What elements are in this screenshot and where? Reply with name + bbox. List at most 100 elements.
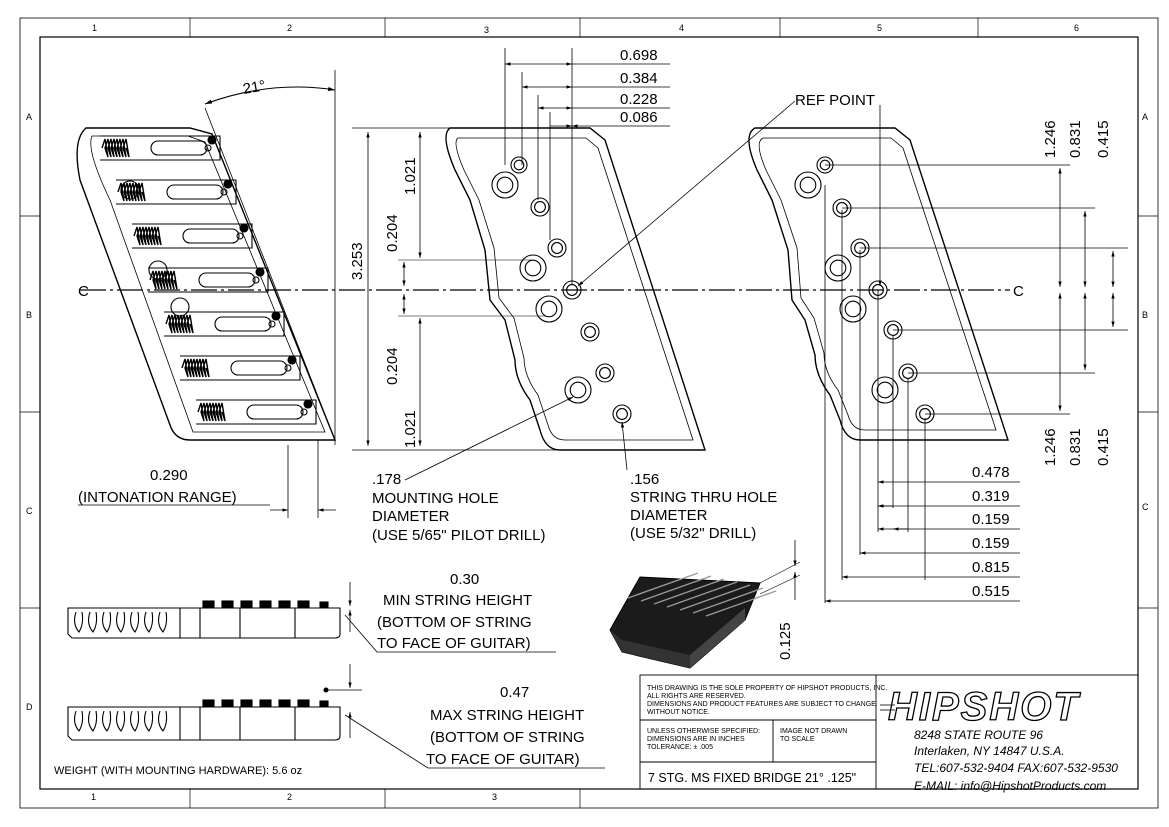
side-spring	[87, 710, 98, 732]
hole-inner	[569, 381, 587, 399]
right-dim-lines	[825, 164, 1128, 415]
intonation-spring	[133, 226, 162, 246]
hole-outer	[535, 295, 563, 323]
units-line1: UNLESS OTHERWISE SPECIFIED:	[647, 728, 760, 735]
saddle-height-screw	[207, 135, 217, 145]
side-saddle-top	[259, 600, 272, 608]
max-height-leader	[344, 714, 429, 769]
side-base	[67, 706, 341, 741]
mounting-hole-value: .178	[372, 471, 401, 488]
units-line2: DIMENSIONS ARE IN INCHES	[647, 736, 745, 743]
mounting-hole-line2: DIAMETER	[372, 508, 450, 525]
bridge-isometric	[609, 572, 777, 669]
hole-outer	[595, 363, 615, 383]
thickness-ext-2	[759, 574, 801, 595]
saddle-slot	[150, 140, 208, 156]
hole-inner	[584, 326, 596, 338]
zone-row-d: D	[26, 702, 33, 712]
side-saddle-top	[202, 699, 215, 707]
min-height-line3: TO FACE OF GUITAR)	[377, 635, 531, 652]
side-spring	[143, 611, 154, 633]
zone-col-4: 4	[679, 23, 684, 33]
side-saddle-top	[319, 601, 329, 608]
side-saddle-top	[297, 600, 310, 608]
right-dim-1246-bottom: 1.246	[1042, 428, 1059, 466]
saddle-body	[196, 399, 317, 425]
hole-inner	[844, 300, 862, 318]
mounting-hole-line3: (USE 5/65" PILOT DRILL)	[372, 527, 545, 544]
saddle-body	[164, 311, 285, 337]
top-dim-0228: 0.228	[620, 91, 658, 108]
mount-hole	[148, 260, 168, 280]
side-saddle-top	[297, 699, 310, 707]
hole-inner	[524, 259, 542, 277]
side-spring	[129, 611, 140, 633]
hole-inner	[829, 259, 847, 277]
intonation-spring	[149, 270, 178, 290]
isometric-saddles	[627, 572, 777, 617]
right-dim-0415-bottom: 0.415	[1095, 428, 1112, 466]
intonation-spring	[197, 402, 226, 422]
side-spring	[115, 611, 126, 633]
intonation-value: 0.290	[150, 467, 188, 484]
bottom-dim-0815: 0.815	[972, 559, 1010, 576]
saddle-height-screw	[287, 355, 297, 365]
bottom-dim-0478: 0.478	[972, 464, 1010, 481]
bottom-dim-lines	[824, 185, 1020, 603]
min-height-line1: MIN STRING HEIGHT	[383, 592, 532, 609]
right-dim-1246-top: 1.246	[1042, 120, 1059, 158]
mount-hole	[170, 297, 190, 317]
property-line3: DIMENSIONS AND PRODUCT FEATURES ARE SUBJ…	[647, 701, 876, 708]
outer-border	[19, 17, 1159, 809]
side-saddle-top	[202, 600, 215, 608]
zone-col-2-bottom: 2	[287, 792, 292, 802]
zone-col-1-bottom: 1	[91, 792, 96, 802]
string-hole-line1: STRING THRU HOLE	[630, 489, 777, 506]
hole-inner	[599, 367, 611, 379]
side-saddle-top	[240, 699, 253, 707]
side-view-max-height	[67, 687, 341, 741]
intonation-spring	[181, 358, 210, 378]
right-dim-0415-top: 0.415	[1095, 120, 1112, 158]
mount-hole	[120, 180, 140, 200]
bottom-dim-0515: 0.515	[972, 583, 1010, 600]
hole-inner	[876, 381, 894, 399]
saddle-height-screw	[239, 223, 249, 233]
side-saddle-top	[240, 600, 253, 608]
bridge-plate-middle	[445, 127, 706, 451]
saddle-height-screw	[255, 267, 265, 277]
address-line2: Interlaken, NY 14847 U.S.A.	[914, 744, 1065, 758]
saddle-slot	[182, 228, 240, 244]
ref-point-leader	[577, 100, 796, 287]
iso-saddle-line	[692, 587, 764, 614]
hole-inner	[551, 242, 563, 254]
title-block	[639, 674, 1139, 790]
email-line: E-MAIL: info@HipshotProducts.com	[914, 779, 1106, 793]
saddle-screw	[284, 364, 292, 372]
hole-outer	[794, 171, 822, 199]
intonation-spring	[165, 314, 194, 334]
address-line1: 8248 STATE ROUTE 96	[914, 728, 1043, 742]
saddle-body	[148, 267, 269, 293]
zone-row-c: C	[26, 506, 33, 516]
left-dim-1021-bottom: 1.021	[402, 410, 419, 448]
zone-col-6: 6	[1074, 23, 1079, 33]
side-view-min-height	[67, 600, 341, 639]
left-dim-1021-top: 1.021	[402, 157, 419, 195]
side-spring	[115, 710, 126, 732]
hole-pattern-middle	[491, 156, 632, 424]
top-dim-lines	[504, 48, 670, 285]
bottom-dim-0319: 0.319	[972, 488, 1010, 505]
centerline-symbol-left: C	[78, 283, 89, 300]
side-spring	[157, 611, 168, 633]
top-dim-0086: 0.086	[620, 109, 658, 126]
hole-outer	[824, 254, 852, 282]
iso-saddle-line	[705, 590, 777, 617]
iso-saddle-line	[627, 572, 699, 599]
hole-inner	[616, 408, 628, 420]
iso-saddle-line	[679, 584, 751, 611]
saddle-screw	[220, 188, 228, 196]
saddle-screw	[300, 408, 308, 416]
zone-col-2: 2	[287, 23, 292, 33]
hole-inner	[799, 176, 817, 194]
